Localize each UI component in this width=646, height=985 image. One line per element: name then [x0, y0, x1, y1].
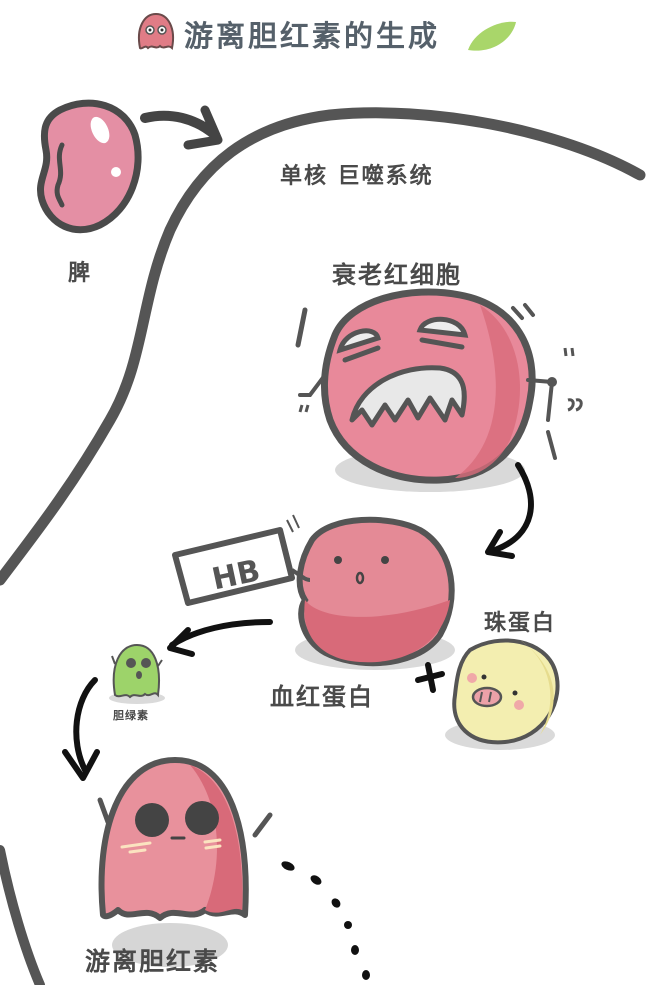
page-title: 游离胆红素的生成 [130, 8, 440, 60]
arrow-hemoglobin-to-biliverdin [167, 619, 273, 657]
plus-icon [415, 662, 445, 693]
hemoglobin-blob-icon [295, 516, 455, 670]
green-ghost-icon [109, 643, 165, 704]
macrophage-system-boundary-lower [0, 845, 45, 985]
ghost-icon [138, 12, 174, 51]
leaf-icon [468, 21, 516, 51]
title-text: 游离胆红素的生成 [184, 19, 441, 53]
old-red-blood-cell-icon [295, 288, 583, 492]
biliverdin-label: 胆绿素 [113, 709, 149, 722]
senescent-rbc-label: 衰老红细胞 [332, 261, 462, 289]
macrophage-system-boundary [0, 107, 646, 586]
globin-label: 珠蛋白 [484, 611, 557, 636]
free-bilirubin-label: 游离胆红素 [85, 947, 221, 976]
dotted-exit-path [281, 861, 370, 980]
spleen-icon [37, 99, 142, 234]
red-ghost-icon [97, 757, 273, 967]
spleen-label: 脾 [68, 261, 93, 286]
macrophage-system-label: 单核 巨噬系统 [280, 164, 434, 189]
hb-sign: HB [172, 514, 311, 606]
pig-globin-icon [445, 638, 560, 750]
arrow-biliverdin-to-bilirubin [62, 677, 100, 781]
arrow-spleen-to-system [140, 105, 223, 150]
arrow-rbc-to-hemoglobin [485, 462, 534, 559]
hemoglobin-label: 血红蛋白 [270, 683, 374, 711]
